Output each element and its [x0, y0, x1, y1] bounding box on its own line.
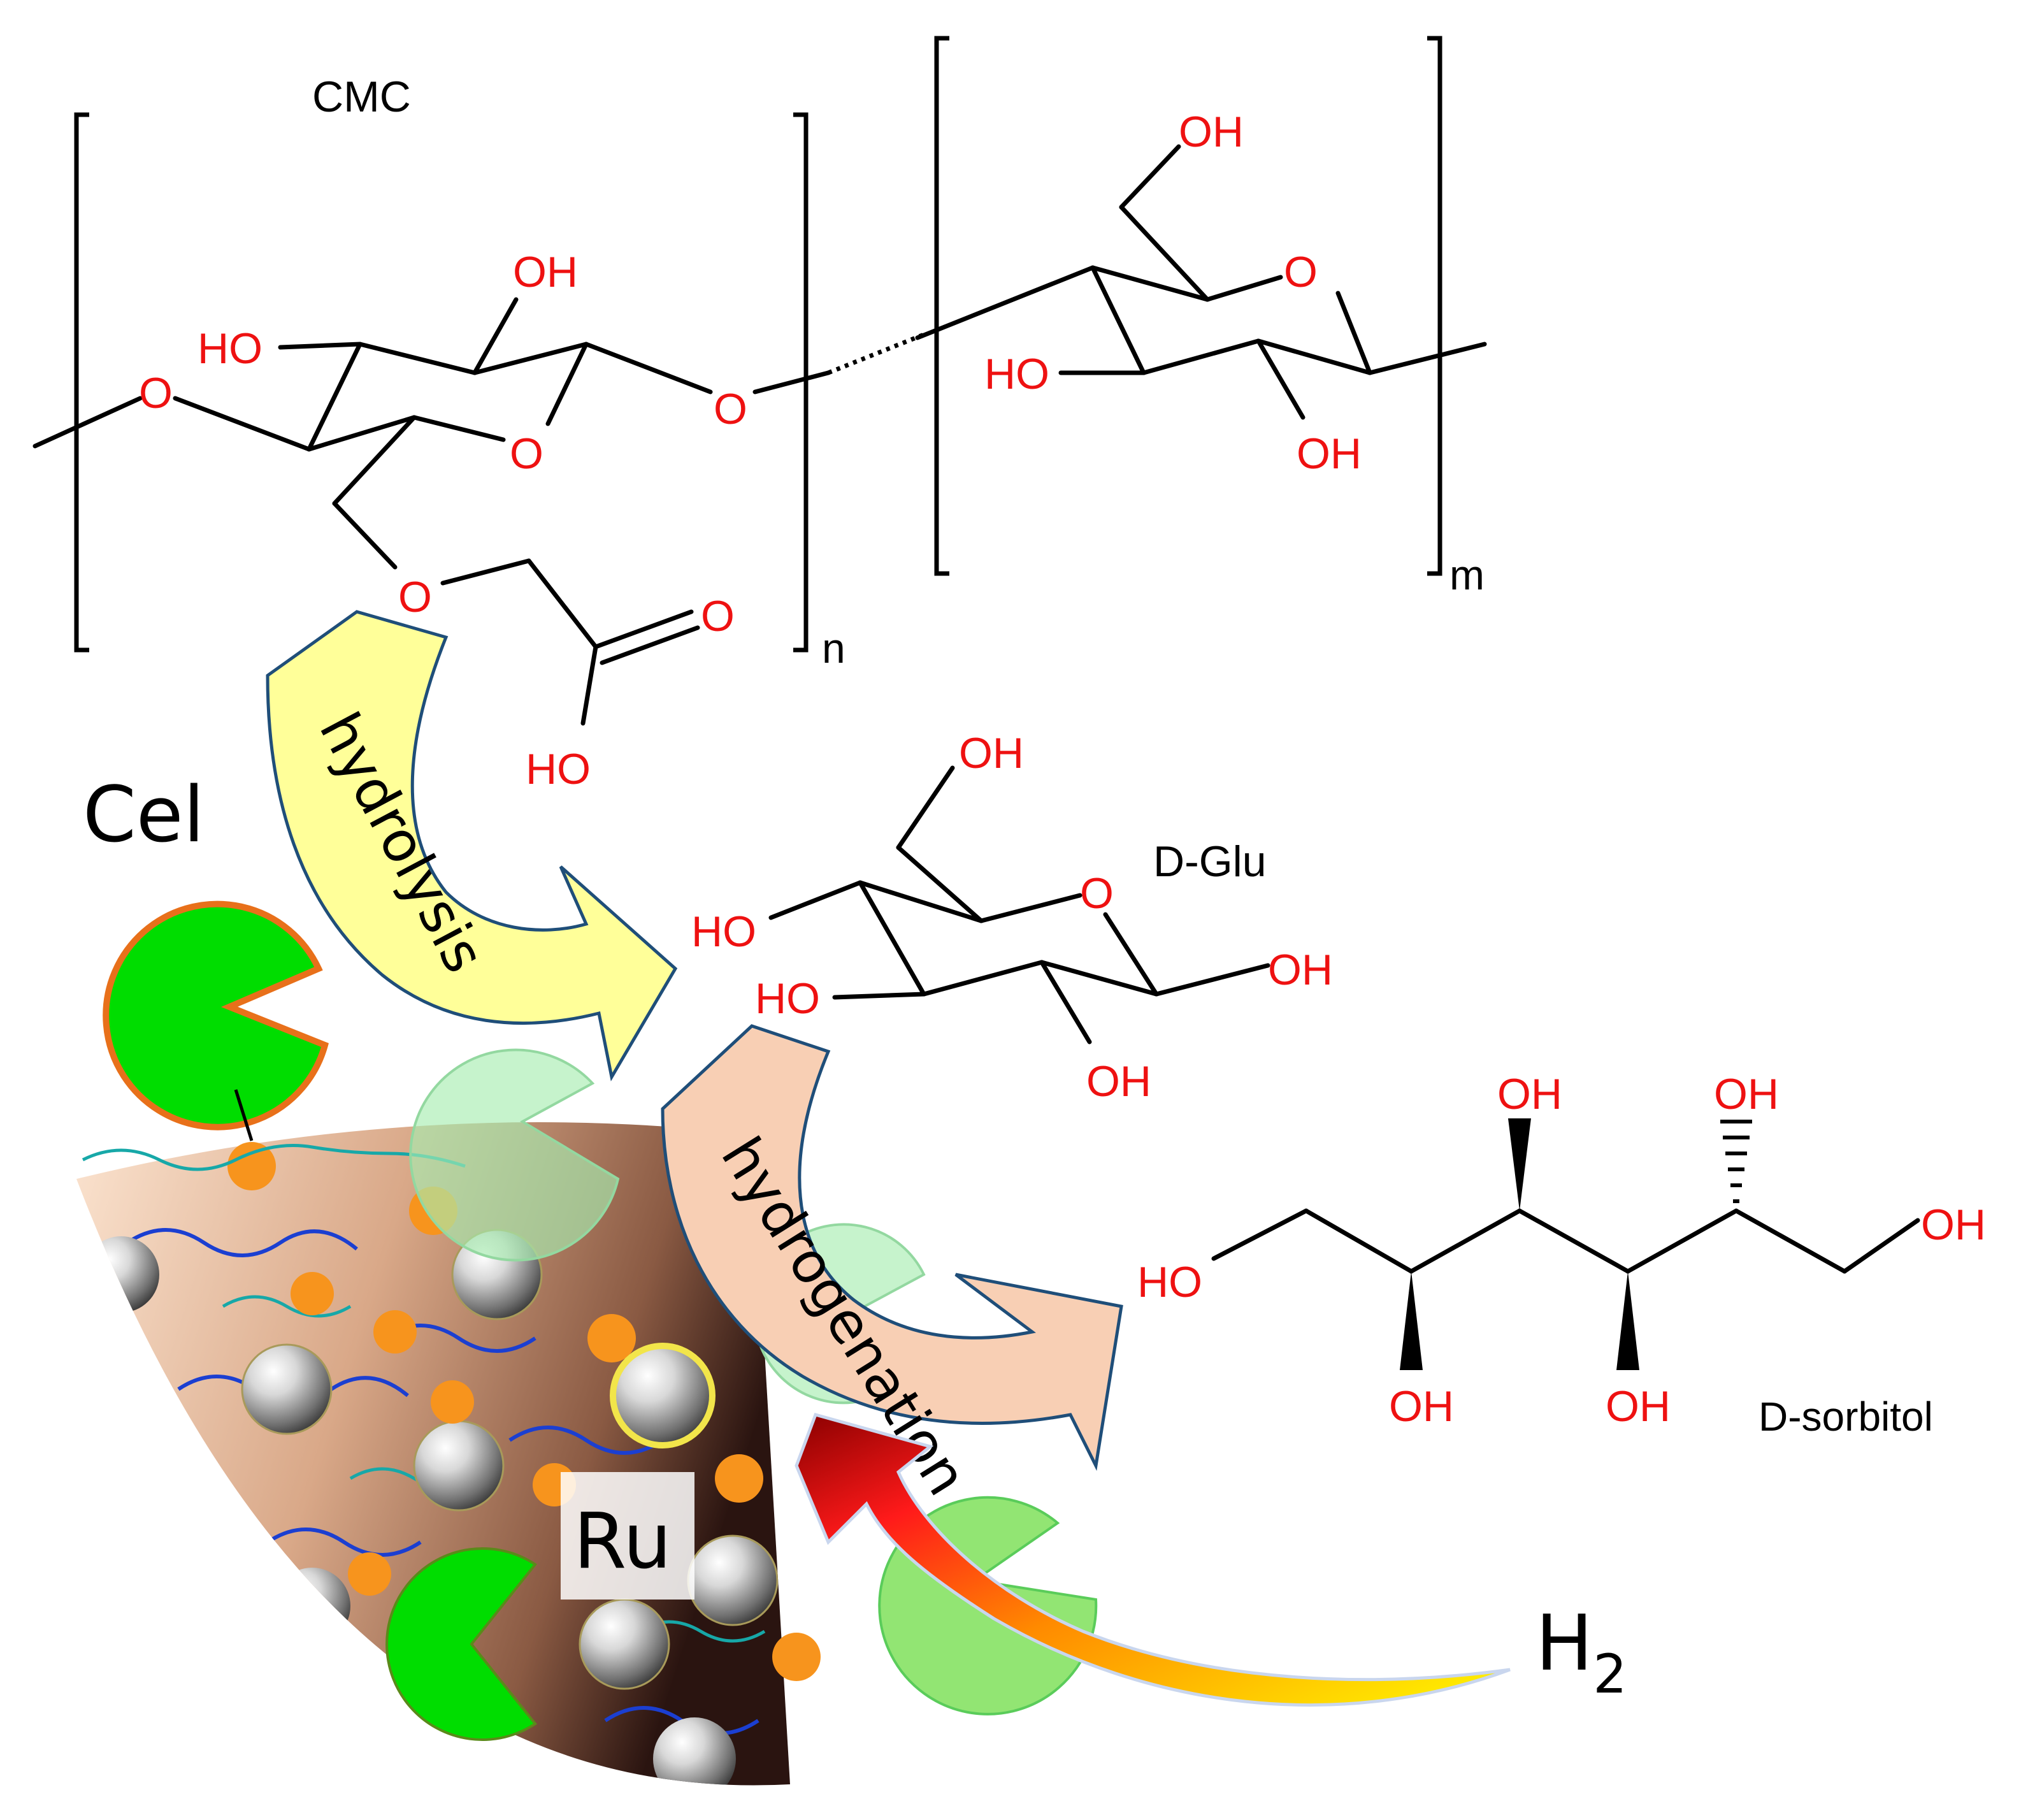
h2-label: H2	[1535, 1600, 1627, 1705]
linker-bead-icon	[715, 1454, 763, 1503]
ru-nanoparticle-icon	[610, 1343, 716, 1448]
polymer-chain	[82, 1144, 466, 1171]
atom-oh-m-bottom: OH	[1297, 430, 1362, 478]
glycosidic-link-dotted	[827, 332, 925, 375]
atom-o: O	[1080, 869, 1114, 918]
atom-oh: OH	[1389, 1382, 1454, 1431]
polymer-chain	[222, 1295, 352, 1318]
linker-bead-icon	[587, 1314, 636, 1362]
atom-o-carbonyl: O	[701, 592, 735, 640]
linker-bead-icon	[348, 1552, 391, 1596]
atom-oh: OH	[1268, 946, 1333, 994]
bracket-m-right	[1427, 36, 1442, 576]
atom-oh: OH	[1921, 1201, 1986, 1249]
atom-ho: HO	[198, 324, 262, 373]
enzyme-pacman-icon	[409, 1048, 620, 1262]
ru-nanoparticle-icon	[413, 1420, 505, 1512]
d-glu-label: D-Glu	[1153, 837, 1267, 886]
wedge-bond	[1616, 1271, 1639, 1370]
glucose-bonds	[768, 765, 1270, 1044]
atom-oh: OH	[1086, 1057, 1151, 1106]
cel-label: Cel	[83, 771, 205, 860]
atom-oh: OH	[959, 729, 1024, 777]
tether-line	[234, 1089, 254, 1141]
d-sorbitol-structure: HO OH OH OH OH OH D-sorbitol	[1137, 1070, 1986, 1440]
linker-bead-icon	[291, 1272, 334, 1315]
bracket-m-subscript: m	[1449, 551, 1485, 598]
sorbitol-bonds	[1211, 1208, 1920, 1274]
polymer-chain	[266, 1528, 422, 1557]
ru-nanoparticle-icon	[687, 1535, 779, 1626]
atom-o-ring: O	[510, 430, 543, 478]
ru-label-box	[561, 1472, 694, 1600]
h2-arrow: H2	[795, 1412, 1627, 1707]
hashed-bond	[1720, 1120, 1752, 1203]
cmc-unit-m-bonds	[915, 144, 1487, 420]
atom-o-link: O	[714, 385, 747, 433]
cmc-label: CMC	[312, 73, 411, 121]
polymer-chain	[508, 1426, 664, 1455]
atom-o-m-ring: O	[1284, 248, 1318, 296]
atom-oh: OH	[1497, 1070, 1562, 1118]
ru-nanoparticle-icon	[241, 1343, 333, 1435]
bracket-n-subscript: n	[822, 625, 845, 672]
enzyme-pacman-icon	[385, 1547, 537, 1741]
h2-main: H	[1535, 1600, 1593, 1688]
cmc-structure: CMC n m	[32, 36, 1487, 793]
atom-ho: HO	[755, 974, 820, 1023]
ru-nanoparticle-icon	[83, 1236, 159, 1313]
h2-subscript: 2	[1593, 1643, 1627, 1705]
atom-ho-m: HO	[984, 350, 1049, 398]
d-sorbitol-label: D-sorbitol	[1758, 1394, 1933, 1440]
cmc-unit-n-bonds	[32, 297, 831, 726]
enzyme-pacman-icon	[103, 900, 329, 1130]
cmc-atom-labels: O HO OH O O O O HO OH O HO OH	[139, 108, 1362, 793]
d-glucose-structure: OH O HO HO OH OH D-Glu	[691, 729, 1333, 1106]
atom-o-ether: O	[398, 573, 432, 621]
atom-ho: HO	[1137, 1258, 1202, 1306]
ru-label: Ru	[573, 1498, 672, 1586]
bracket-n-left	[74, 112, 89, 653]
bracket-m-left	[934, 36, 949, 576]
ru-nanoparticle-icon	[653, 1717, 736, 1786]
linker-bead-icon	[227, 1142, 276, 1190]
atom-oh-m-top: OH	[1179, 108, 1244, 156]
atom-ho: HO	[691, 907, 756, 956]
atom-oh: OH	[1714, 1070, 1779, 1118]
atom-o: O	[139, 369, 173, 417]
atom-oh: OH	[1606, 1382, 1671, 1431]
sorbitol-atom-labels: HO OH OH OH OH OH	[1137, 1070, 1986, 1431]
atom-ho-acid: HO	[526, 745, 591, 793]
cel-enzyme: Cel	[83, 771, 329, 1141]
wedge-bond	[1508, 1118, 1531, 1211]
hydrolysis-arrow: hydrolysis	[266, 610, 678, 1081]
ru-nanoparticle-icon	[274, 1568, 350, 1644]
polymer-chain	[126, 1228, 358, 1257]
linker-bead-icon	[772, 1633, 821, 1681]
glucose-atom-labels: OH O HO HO OH OH	[691, 729, 1333, 1106]
wedge-bond	[1400, 1271, 1423, 1370]
bracket-n-right	[793, 112, 809, 653]
linker-bead-icon	[431, 1380, 474, 1424]
atom-oh: OH	[513, 248, 578, 296]
linker-bead-icon	[373, 1310, 417, 1354]
ru-nanoparticle-icon	[579, 1598, 670, 1690]
